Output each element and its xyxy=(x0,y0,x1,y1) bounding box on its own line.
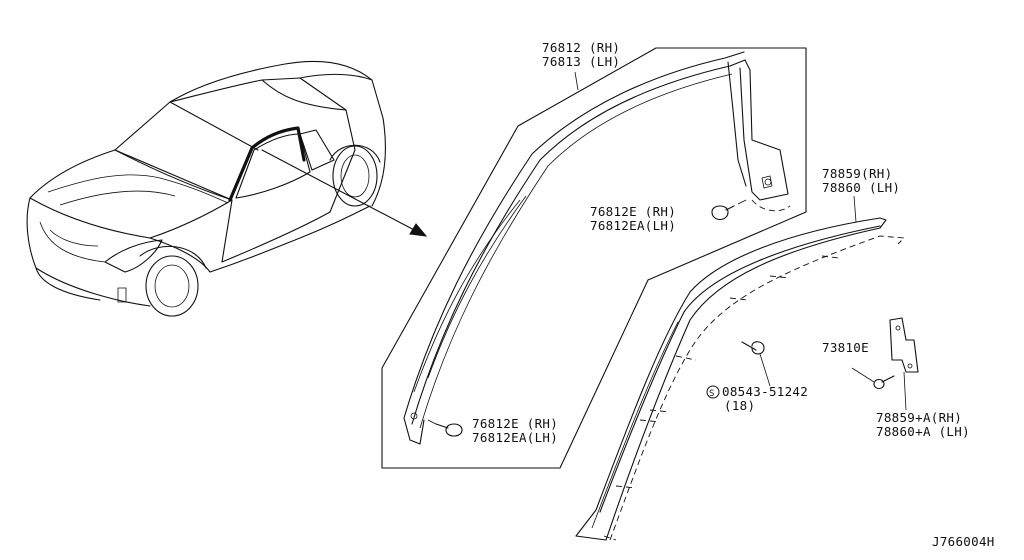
label-clip-bottom-rh: 76812E (RH) xyxy=(472,416,558,431)
part-labels: 76812 (RH) 76813 (LH) 76812E (RH) 76812E… xyxy=(472,40,995,549)
label-78860-lh: 78860 (LH) xyxy=(822,180,900,195)
screw-symbol-letter: S xyxy=(709,389,715,399)
label-screw-part: 08543-51242 xyxy=(722,384,808,399)
label-clip-top-rh: 76812E (RH) xyxy=(590,204,676,219)
weatherstrip-panel xyxy=(381,47,807,469)
diagram-code: J766004H xyxy=(932,534,995,549)
car-illustration xyxy=(26,60,428,317)
panel-border xyxy=(381,47,807,469)
label-76813-lh: 76813 (LH) xyxy=(542,54,620,69)
label-screw-qty: (18) xyxy=(724,398,755,413)
molding-assembly xyxy=(575,195,919,541)
label-73810e: 73810E xyxy=(822,340,869,355)
label-78860a-lh: 78860+A (LH) xyxy=(876,424,970,439)
label-78859-rh: 78859(RH) xyxy=(822,166,892,181)
label-clip-bottom-lh: 76812EA(LH) xyxy=(472,430,558,445)
label-78859a-rh: 78859+A(RH) xyxy=(876,410,962,425)
label-clip-top-lh: 76812EA(LH) xyxy=(590,218,676,233)
label-76812-rh: 76812 (RH) xyxy=(542,40,620,55)
screw-symbol-icon xyxy=(706,385,720,399)
